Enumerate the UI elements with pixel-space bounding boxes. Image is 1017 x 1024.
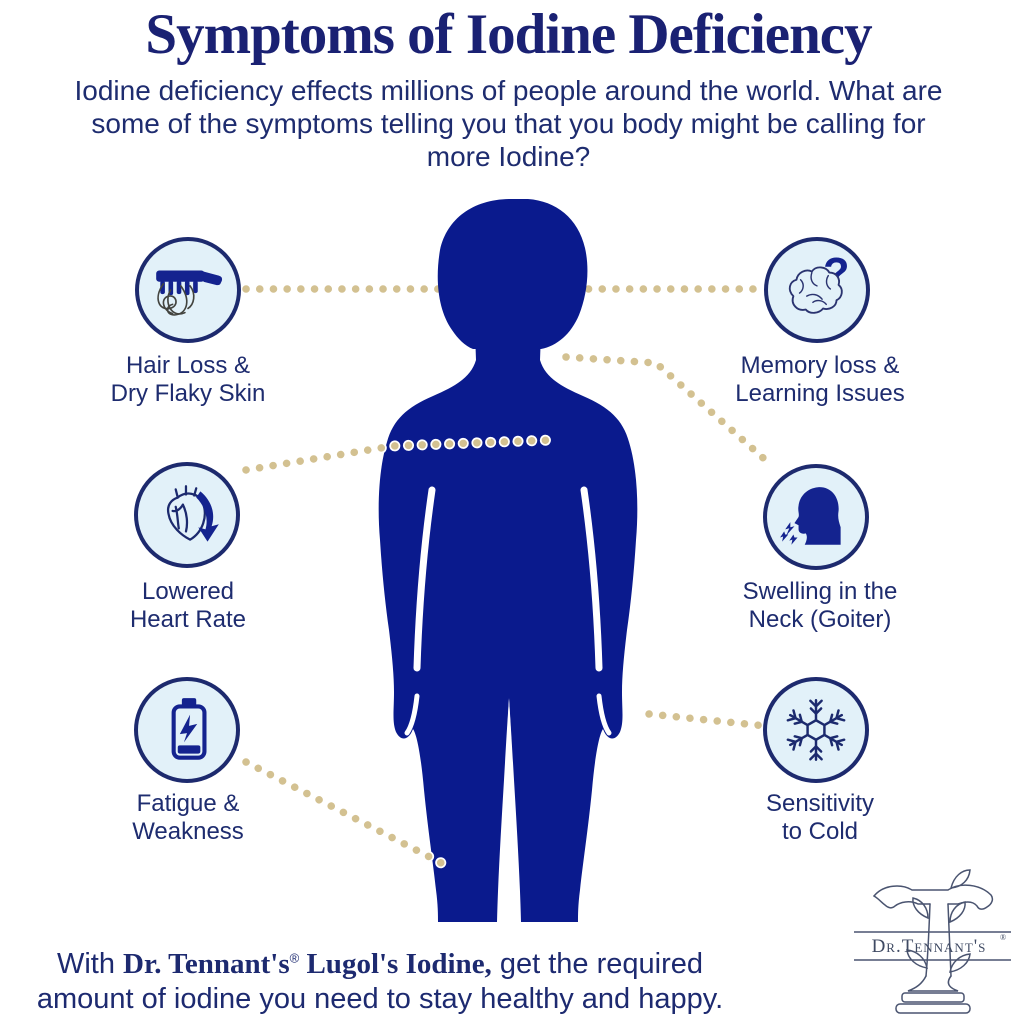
brand-name: Dr. Tennant's	[123, 948, 290, 980]
footer-line1: With Dr. Tennant's® Lugol's Iodine, get …	[56, 948, 704, 980]
logo-text: Dr.Tennant's	[872, 936, 987, 957]
dotted-line-fatigue-knee	[240, 756, 455, 873]
hair-loss-icon-circle	[135, 237, 241, 343]
body-silhouette	[378, 332, 638, 922]
heart-rate-icon-circle	[134, 462, 240, 568]
memory-loss-icon-circle: ?	[764, 237, 870, 343]
snowflake-icon	[786, 699, 846, 761]
goiter-label: Swelling in the Neck (Goiter)	[742, 578, 898, 633]
hand-gap-left	[404, 693, 420, 736]
comb-hair-icon	[156, 270, 223, 316]
leg-gap	[498, 698, 520, 922]
body-hair	[437, 199, 588, 349]
dotted-line-hand-cold	[645, 710, 770, 730]
low-battery-icon	[171, 698, 207, 760]
logo-registered-mark: ®	[1000, 933, 1006, 942]
page-title: Symptoms of Iodine Deficiency	[145, 3, 872, 66]
heart-down-arrow-icon	[166, 485, 219, 542]
brain-question-icon: ?	[788, 251, 849, 314]
subtitle: Iodine deficiency effects millions of pe…	[0, 74, 1017, 173]
cold-label: Sensitivity to Cold	[765, 790, 875, 845]
product-name: Lugol's Iodine,	[299, 948, 492, 980]
dr-tennants-logo: Dr.Tennant's ®	[854, 869, 1011, 1014]
neck-profile-icon	[780, 487, 841, 545]
dotted-line-neck-goiter	[560, 351, 776, 470]
logo-t-monogram-icon	[873, 869, 994, 1014]
memory-loss-label: Memory loss & Learning Issues	[735, 352, 905, 407]
arm-gap-left	[413, 486, 436, 672]
subtitle-line: Iodine deficiency effects millions of pe…	[74, 75, 943, 106]
dotted-line-heart-chest	[240, 434, 558, 476]
fatigue-icon-circle	[134, 677, 240, 783]
cold-icon-circle	[763, 677, 869, 783]
footer-line2: amount of iodine you need to stay health…	[36, 983, 724, 1015]
hand-gap-right	[596, 693, 612, 736]
registered-mark: ®	[289, 950, 300, 966]
fatigue-label: Fatigue & Weakness	[132, 790, 244, 845]
arm-gap-right	[580, 486, 603, 672]
hair-loss-label: Hair Loss & Dry Flaky Skin	[110, 352, 266, 407]
heart-rate-label: Lowered Heart Rate	[129, 578, 247, 633]
footer-text: With Dr. Tennant's® Lugol's Iodine, get …	[0, 947, 760, 1017]
subtitle-line: more Iodine?	[426, 141, 591, 172]
goiter-icon-circle	[763, 464, 869, 570]
subtitle-line: some of the symptoms telling you that yo…	[91, 108, 926, 139]
